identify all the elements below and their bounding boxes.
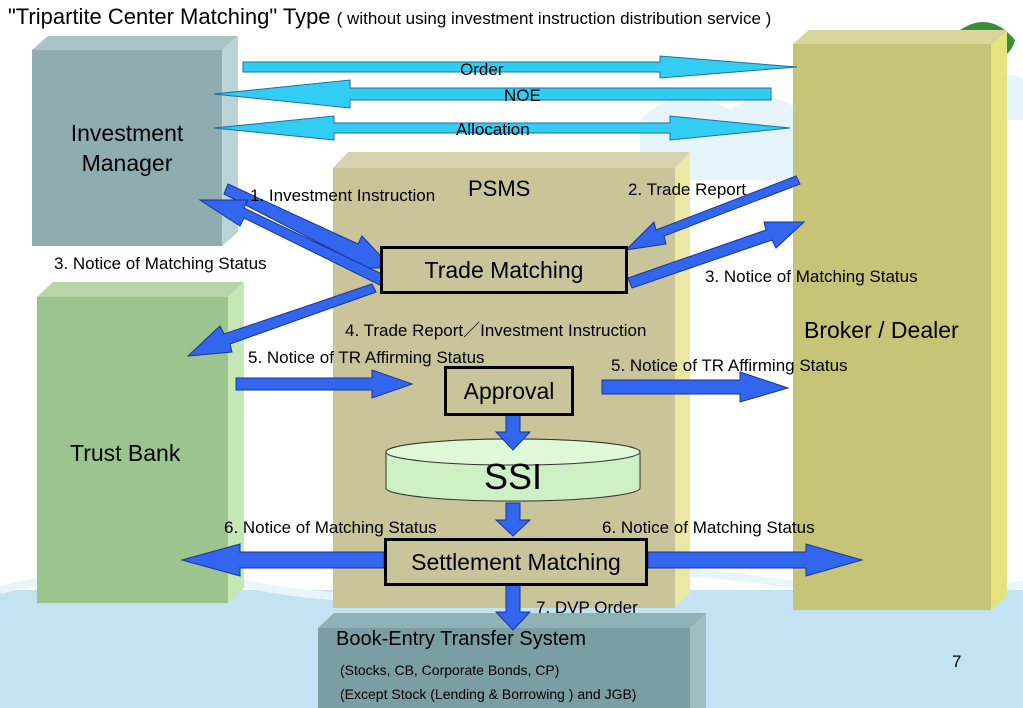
page-number: 7: [952, 652, 962, 671]
noe-arrow: [213, 79, 772, 109]
noe-label: NOE: [504, 86, 541, 105]
settlement-notice-left-label: 6. Notice of Matching Status: [224, 518, 437, 537]
trade-report-label: 2. Trade Report: [628, 180, 747, 199]
title-subtitle: ( without using investment instruction d…: [336, 9, 772, 28]
trust-bank-label: Trust Bank: [70, 440, 181, 466]
notice-to-im-arrow: [198, 199, 387, 287]
tr-ii-to-trust-bank-arrow: [186, 283, 377, 357]
order-label: Order: [460, 60, 504, 79]
trust-bank-box-side: [228, 282, 244, 603]
approval-box: Approval: [444, 366, 574, 416]
investment-manager-box: [32, 50, 222, 246]
dvp-order-label: 7. DVP Order: [536, 598, 638, 617]
investment-manager-label: Investment Manager: [32, 118, 222, 178]
tr-affirming-right-label: 5. Notice of TR Affirming Status: [611, 356, 848, 375]
order-arrow: [242, 55, 798, 79]
approval-to-ssi-arrow: [494, 413, 532, 451]
trade-report-arrow: [624, 175, 801, 251]
broker-dealer-box-top: [793, 30, 1007, 44]
tr-affirming-left-label: 5. Notice of TR Affirming Status: [248, 348, 485, 367]
investment-manager-label-line2: Manager: [81, 150, 173, 176]
broker-dealer-box: [793, 44, 991, 610]
settlement-to-bd-arrow: [647, 543, 864, 577]
psms-box-top: [333, 152, 690, 168]
approval-to-bd-arrow: [601, 371, 790, 403]
tb-to-approval-arrow: [235, 369, 414, 399]
allocation-label: Allocation: [456, 120, 530, 139]
trust-bank-box-top: [37, 282, 244, 297]
settlement-notice-right-label: 6. Notice of Matching Status: [602, 518, 815, 537]
dvp-order-arrow: [494, 583, 532, 631]
trade-matching-box: Trade Matching: [380, 246, 628, 294]
investment-manager-box-top: [32, 36, 238, 50]
broker-dealer-label: Broker / Dealer: [804, 317, 959, 343]
book-entry-note-1: (Stocks, CB, Corporate Bonds, CP): [340, 662, 560, 678]
tr-ii-label: 4. Trade Report／Investment Instruction: [345, 321, 647, 340]
book-entry-note-2: (Except Stock (Lending & Borrowing ) and…: [340, 686, 637, 702]
ssi-to-settlement-arrow: [494, 502, 532, 537]
book-entry-box-side: [690, 613, 706, 708]
slide-title: "Tripartite Center Matching" Type ( with…: [8, 4, 771, 30]
broker-dealer-box-side: [991, 30, 1007, 610]
settlement-matching-box: Settlement Matching: [384, 538, 648, 586]
investment-manager-label-line1: Investment: [70, 120, 184, 146]
investment-instruction-label: 1. Investment Instruction: [250, 186, 436, 205]
notice-matching-right-label: 3. Notice of Matching Status: [705, 267, 918, 286]
notice-matching-left-label: 3. Notice of Matching Status: [54, 254, 267, 273]
psms-label: PSMS: [468, 176, 531, 201]
title-main: "Tripartite Center Matching" Type: [8, 4, 331, 29]
ssi-label: SSI: [484, 456, 543, 497]
book-entry-box: [318, 628, 690, 708]
book-entry-label: Book-Entry Transfer System: [336, 628, 587, 650]
settlement-to-tb-arrow: [180, 543, 385, 577]
notice-to-bd-arrow: [627, 221, 806, 289]
allocation-arrow: [213, 115, 791, 141]
